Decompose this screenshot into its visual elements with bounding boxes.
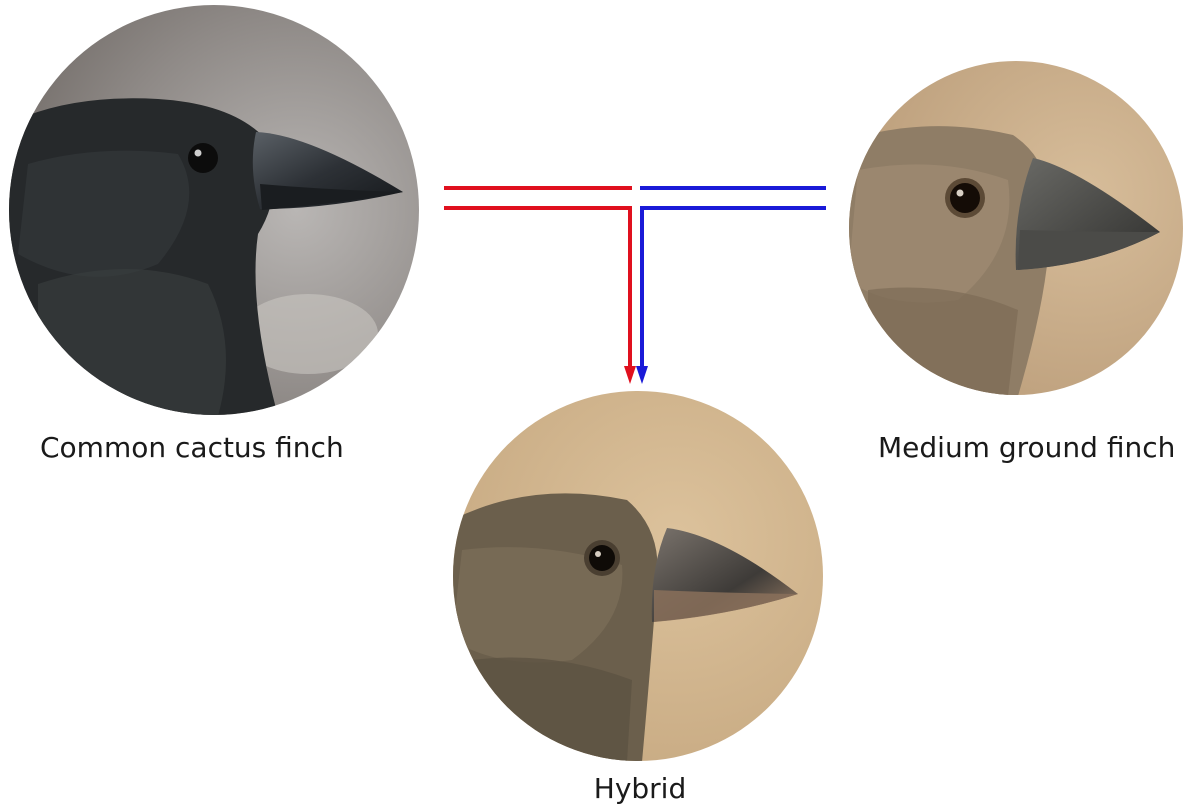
- label-common-cactus-finch: Common cactus finch: [40, 431, 360, 464]
- left-parent-line-lower: [444, 208, 630, 372]
- right-parent-arrowhead: [636, 366, 648, 384]
- left-parent-arrowhead: [624, 366, 636, 384]
- label-medium-ground-finch: Medium ground finch: [878, 431, 1197, 464]
- right-parent-line-lower: [642, 208, 826, 372]
- label-hybrid: Hybrid: [540, 772, 740, 805]
